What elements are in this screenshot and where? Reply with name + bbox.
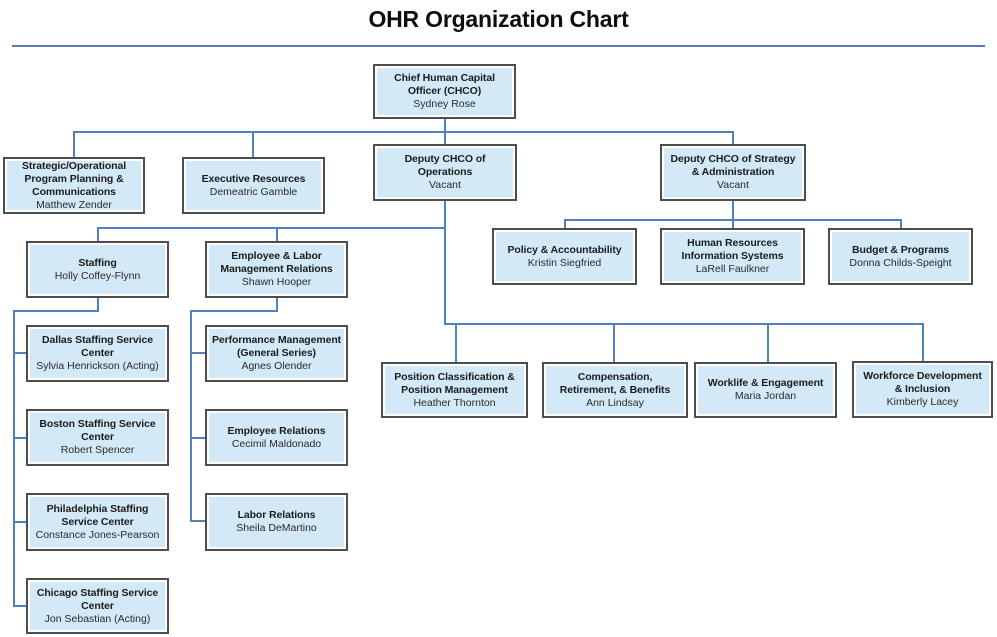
org-box-name: Sheila DeMartino: [236, 522, 317, 534]
org-box-title: Labor Relations: [237, 509, 316, 521]
org-box-employee-relations: Employee Relations Cecimil Maldonado: [205, 409, 348, 466]
org-box-title: Employee & Labor Management Relations: [220, 250, 333, 275]
connector-line: [190, 352, 205, 354]
org-box-position-classification: Position Classification & Position Manag…: [381, 362, 528, 418]
connector-line: [900, 219, 902, 228]
org-box-title: Chicago Staffing Service Center: [36, 586, 159, 612]
connector-line: [732, 201, 734, 221]
connector-line: [13, 605, 26, 607]
connector-line: [455, 323, 457, 362]
connector-line: [613, 323, 615, 362]
org-box-performance-management: Performance Management (General Series) …: [205, 325, 348, 382]
org-box-title: Performance Management (General Series): [211, 334, 342, 359]
connector-line: [13, 352, 26, 354]
org-box-title: Budget & Programs: [852, 243, 949, 256]
connector-line: [190, 310, 278, 312]
connector-line: [564, 219, 566, 228]
org-box-hr-information-systems: Human Resources Information Systems LaRe…: [660, 228, 805, 285]
org-box-title: Policy & Accountability: [507, 243, 622, 256]
org-box-title: Dallas Staffing Service Center: [42, 334, 153, 359]
org-box-name: Sylvia Henrickson (Acting): [36, 360, 159, 372]
org-box-compensation-benefits: Compensation, Retirement, & Benefits Ann…: [542, 362, 688, 418]
connector-line: [276, 298, 278, 312]
org-box-name: Vacant: [717, 179, 749, 191]
connector-line: [732, 131, 734, 144]
org-box-name: Shawn Hooper: [241, 276, 312, 288]
org-box-title: Human Resources Information Systems: [681, 237, 784, 262]
org-box-policy-accountability: Policy & Accountability Kristin Siegfrie…: [492, 228, 637, 285]
org-box-name: Constance Jones-Pearson: [35, 528, 160, 541]
org-box-boston-staffing: Boston Staffing Service Center Robert Sp…: [26, 409, 169, 466]
org-box-name: Donna Childs-Speight: [849, 256, 952, 269]
org-box-name: Kristin Siegfried: [527, 256, 602, 269]
org-box-title: Position Classification & Position Manag…: [394, 370, 515, 396]
org-box-strategic-operational: Strategic/Operational Program Planning &…: [3, 157, 145, 214]
connector-line: [97, 298, 99, 312]
org-box-deputy-chco-operations: Deputy CHCO of Operations Vacant: [373, 144, 517, 201]
connector-line: [732, 219, 734, 228]
org-box-title: Workforce Development & Inclusion: [863, 370, 982, 395]
org-box-name: Cecimil Maldonado: [231, 437, 322, 450]
org-box-chicago-staffing: Chicago Staffing Service Center Jon Seba…: [26, 578, 169, 634]
org-box-title: Boston Staffing Service Center: [39, 418, 156, 443]
connector-line: [13, 310, 15, 607]
connector-line: [190, 437, 205, 439]
connector-line: [767, 323, 769, 362]
org-box-worklife-engagement: Worklife & Engagement Maria Jordan: [694, 362, 837, 418]
connector-line: [190, 310, 192, 522]
org-box-title: Compensation, Retirement, & Benefits: [559, 370, 671, 396]
org-box-dallas-staffing: Dallas Staffing Service Center Sylvia He…: [26, 325, 169, 382]
org-box-name: Ann Lindsay: [586, 396, 644, 409]
page-title: OHR Organization Chart: [368, 6, 629, 32]
org-box-name: LaRell Faulkner: [695, 263, 770, 275]
connector-line: [444, 131, 446, 144]
org-box-title: Philadelphia Staffing Service Center: [46, 502, 149, 528]
org-box-deputy-chco-strategy: Deputy CHCO of Strategy & Administration…: [660, 144, 806, 201]
org-box-title: Strategic/Operational Program Planning &…: [21, 159, 127, 198]
connector-line: [73, 131, 734, 133]
connector-line: [252, 131, 254, 157]
connector-line: [444, 201, 446, 325]
connector-line: [444, 323, 924, 325]
org-box-name: Maria Jordan: [734, 390, 797, 402]
org-box-name: Demeatric Gamble: [209, 185, 298, 198]
org-box-name: Robert Spencer: [60, 444, 135, 456]
org-box-name: Agnes Olender: [241, 360, 312, 372]
org-box-employee-labor-relations: Employee & Labor Management Relations Sh…: [205, 241, 348, 298]
connector-line: [444, 118, 446, 133]
connector-line: [73, 131, 75, 157]
org-box-chco: Chief Human Capital Officer (CHCO) Sydne…: [373, 64, 516, 119]
org-box-executive-resources: Executive Resources Demeatric Gamble: [182, 157, 325, 214]
org-box-labor-relations: Labor Relations Sheila DeMartino: [205, 493, 348, 551]
org-box-title: Staffing: [78, 256, 117, 269]
connector-line: [13, 310, 99, 312]
org-box-staffing: Staffing Holly Coffey-Flynn: [26, 241, 169, 298]
connector-line: [190, 520, 205, 522]
org-box-name: Heather Thornton: [413, 396, 496, 409]
org-box-name: Sydney Rose: [413, 98, 476, 110]
org-box-title: Employee Relations: [227, 424, 326, 437]
title-divider-line: [12, 45, 985, 47]
org-box-name: Vacant: [429, 179, 461, 191]
connector-line: [13, 521, 26, 523]
org-box-name: Matthew Zender: [36, 198, 112, 211]
org-box-budget-programs: Budget & Programs Donna Childs-Speight: [828, 228, 973, 285]
org-box-title: Executive Resources: [201, 172, 306, 185]
connector-line: [922, 323, 924, 361]
org-box-title: Worklife & Engagement: [707, 377, 824, 389]
connector-line: [276, 227, 278, 241]
connector-line: [13, 437, 26, 439]
connector-line: [97, 227, 99, 241]
org-box-workforce-development: Workforce Development & Inclusion Kimber…: [852, 361, 993, 418]
connector-line: [97, 227, 446, 229]
org-box-name: Jon Sebastian (Acting): [44, 612, 151, 625]
org-box-philadelphia-staffing: Philadelphia Staffing Service Center Con…: [26, 493, 169, 551]
org-box-title: Chief Human Capital Officer (CHCO): [394, 72, 495, 97]
org-box-name: Holly Coffey-Flynn: [54, 269, 141, 282]
org-box-name: Kimberly Lacey: [886, 396, 959, 408]
org-box-title: Deputy CHCO of Operations: [404, 153, 486, 178]
org-box-title: Deputy CHCO of Strategy & Administration: [670, 153, 796, 178]
